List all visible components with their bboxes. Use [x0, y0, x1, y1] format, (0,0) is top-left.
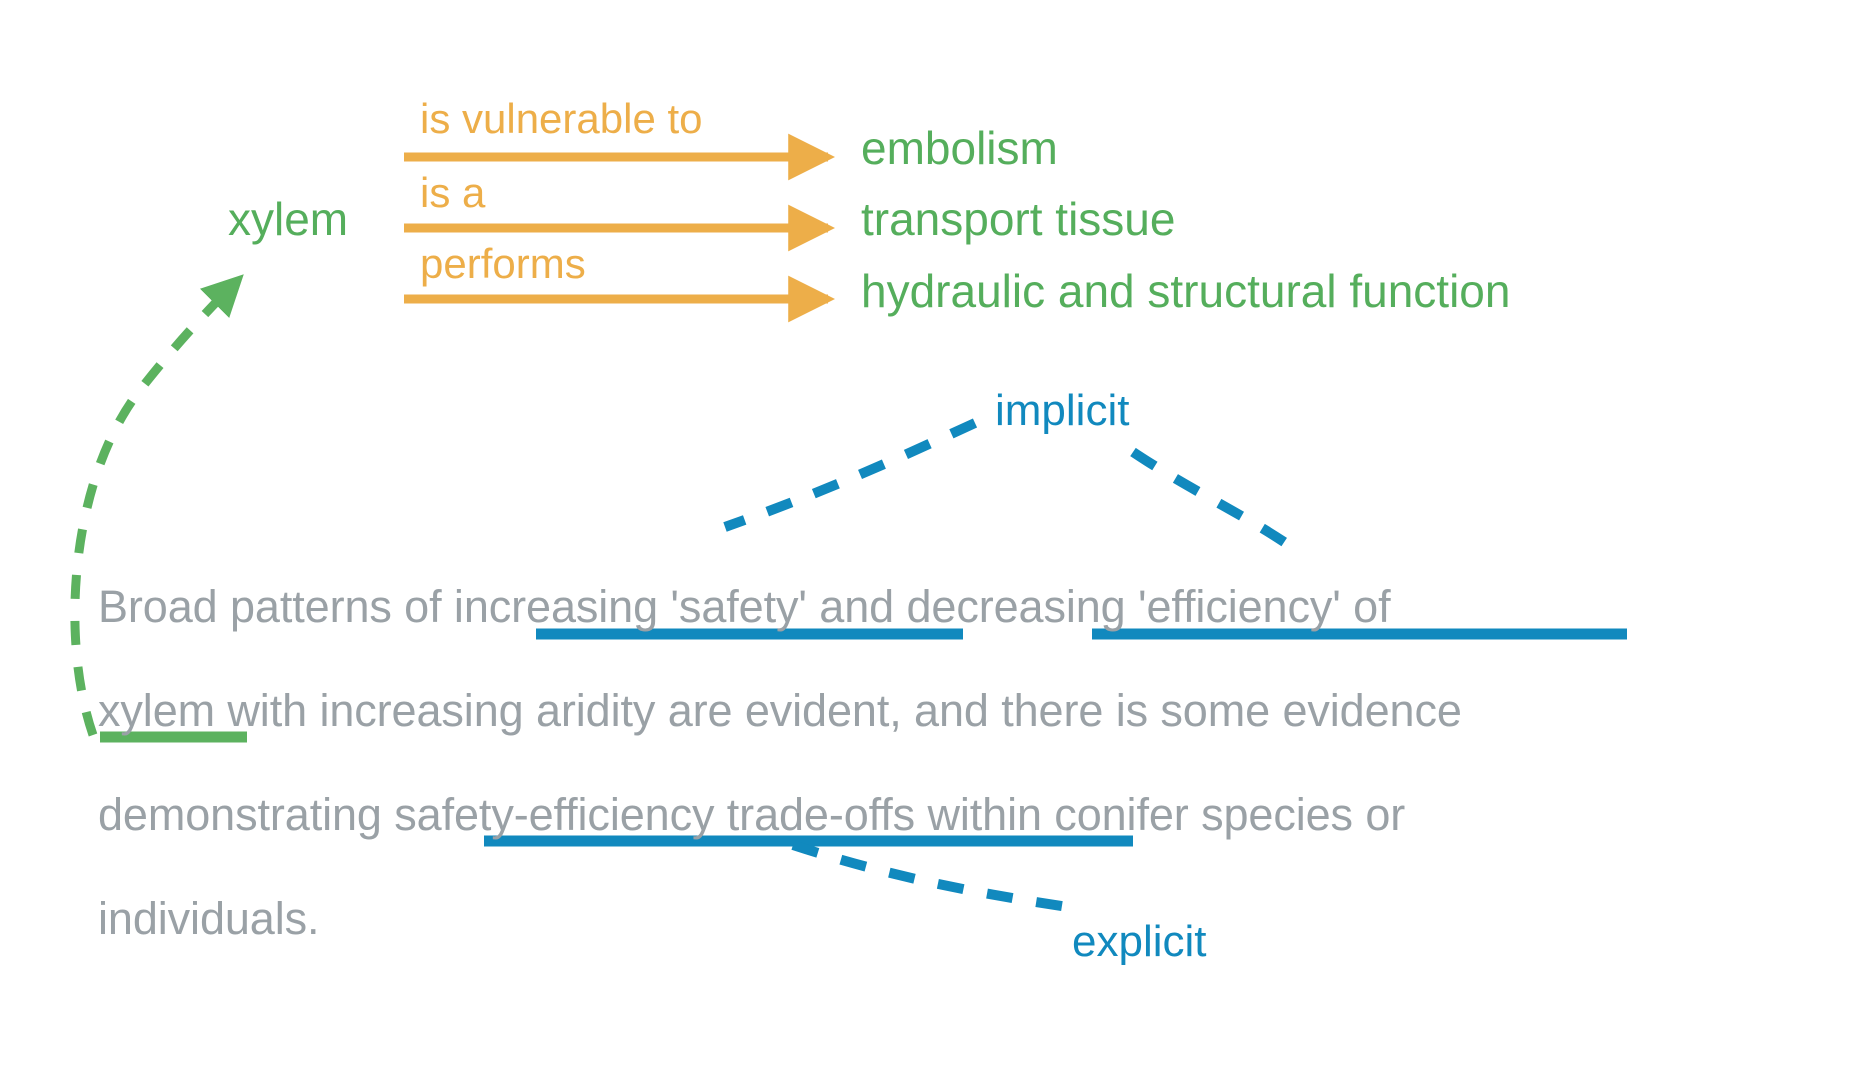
graph-object-node-2[interactable]: transport tissue	[861, 193, 1176, 245]
source-text-line-2: xylem with increasing aridity are eviden…	[98, 685, 1462, 736]
source-text-line-4: individuals.	[98, 893, 320, 944]
dashed-link-implicit-right	[1130, 447, 1293, 551]
source-text-line-3: demonstrating safety-efficiency trade-of…	[98, 789, 1406, 840]
graph-subject-node[interactable]: xylem	[228, 193, 349, 245]
graph-predicate-2[interactable]: is a	[420, 169, 486, 216]
graph-predicate-3[interactable]: performs	[420, 240, 586, 287]
label-implicit[interactable]: implicit	[995, 386, 1130, 435]
source-text-line-1: Broad patterns of increasing 'safety' an…	[98, 581, 1391, 632]
graph-predicate-1[interactable]: is vulnerable to	[420, 95, 703, 142]
graph-object-node-3[interactable]: hydraulic and structural function	[861, 265, 1511, 317]
label-explicit[interactable]: explicit	[1072, 917, 1207, 966]
graph-object-node-1[interactable]: embolism	[861, 122, 1058, 174]
dashed-link-implicit-left	[723, 418, 978, 532]
source-text-paragraph: Broad patterns of increasing 'safety' an…	[98, 555, 1798, 971]
